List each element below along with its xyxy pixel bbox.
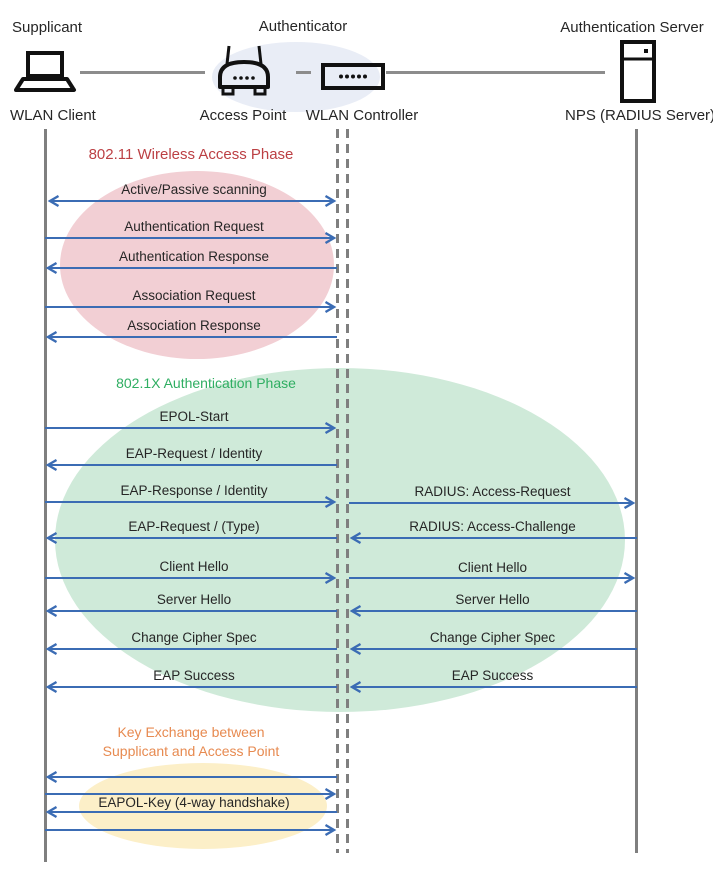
wlc-lifeline-dash-1 xyxy=(336,129,339,853)
wlan-controller-icon xyxy=(321,63,385,90)
message-label: Authentication Request xyxy=(124,219,264,234)
supplicant-lifeline xyxy=(44,129,47,862)
eapol-key-label: EAPOL-Key (4-way handshake) xyxy=(98,795,290,810)
message-label: Authentication Response xyxy=(118,249,270,264)
server-role-label: Authentication Server xyxy=(560,19,704,36)
connector-ap-wlc xyxy=(296,71,311,74)
message-label: EPOL-Start xyxy=(159,409,229,424)
phase3-title: Key Exchange between Supplicant and Acce… xyxy=(45,723,337,761)
supplicant-role-label: Supplicant xyxy=(12,19,83,36)
phase3-title-line2: Supplicant and Access Point xyxy=(102,743,280,759)
phase2-ellipse xyxy=(55,368,625,712)
message-label: Change Cipher Spec xyxy=(429,630,556,645)
server-icon xyxy=(620,40,656,103)
message-label: Change Cipher Spec xyxy=(131,630,257,645)
message-label: EAP Success xyxy=(153,668,235,683)
message-label: RADIUS: Access-Request xyxy=(414,484,571,499)
authenticator-role-label: Authenticator xyxy=(258,18,348,35)
message-label: EAP-Response / Identity xyxy=(120,483,268,498)
server-lifeline xyxy=(635,129,638,853)
message-label: EAP-Request / (Type) xyxy=(128,519,260,534)
laptop-icon xyxy=(14,51,76,92)
message-label: Association Response xyxy=(127,318,261,333)
message-label: Association Request xyxy=(132,288,256,303)
message-label: EAP Success xyxy=(451,668,534,683)
connector-wlc-server xyxy=(386,71,605,74)
connector-client-ap xyxy=(80,71,205,74)
ap-device-label: Access Point xyxy=(199,107,287,124)
supplicant-device-label: WLAN Client xyxy=(10,107,96,124)
phase3-title-line1: Key Exchange between xyxy=(117,724,265,740)
message-label: Client Hello xyxy=(159,559,229,574)
access-point-icon xyxy=(218,45,270,96)
message-label: Server Hello xyxy=(156,592,232,607)
server-device-label: NPS (RADIUS Server) xyxy=(565,107,713,124)
phase2-title: 802.1X Authentication Phase xyxy=(116,375,296,391)
message-label: Client Hello xyxy=(457,560,528,575)
message-label: EAP-Request / Identity xyxy=(125,446,263,461)
message-label: RADIUS: Access-Challenge xyxy=(409,519,576,534)
message-label: Active/Passive scanning xyxy=(121,182,267,197)
phase1-title: 802.11 Wireless Access Phase xyxy=(88,146,294,163)
message-label: Server Hello xyxy=(455,592,530,607)
wlc-device-label: WLAN Controller xyxy=(305,107,419,124)
wlc-lifeline-dash-2 xyxy=(346,129,349,853)
